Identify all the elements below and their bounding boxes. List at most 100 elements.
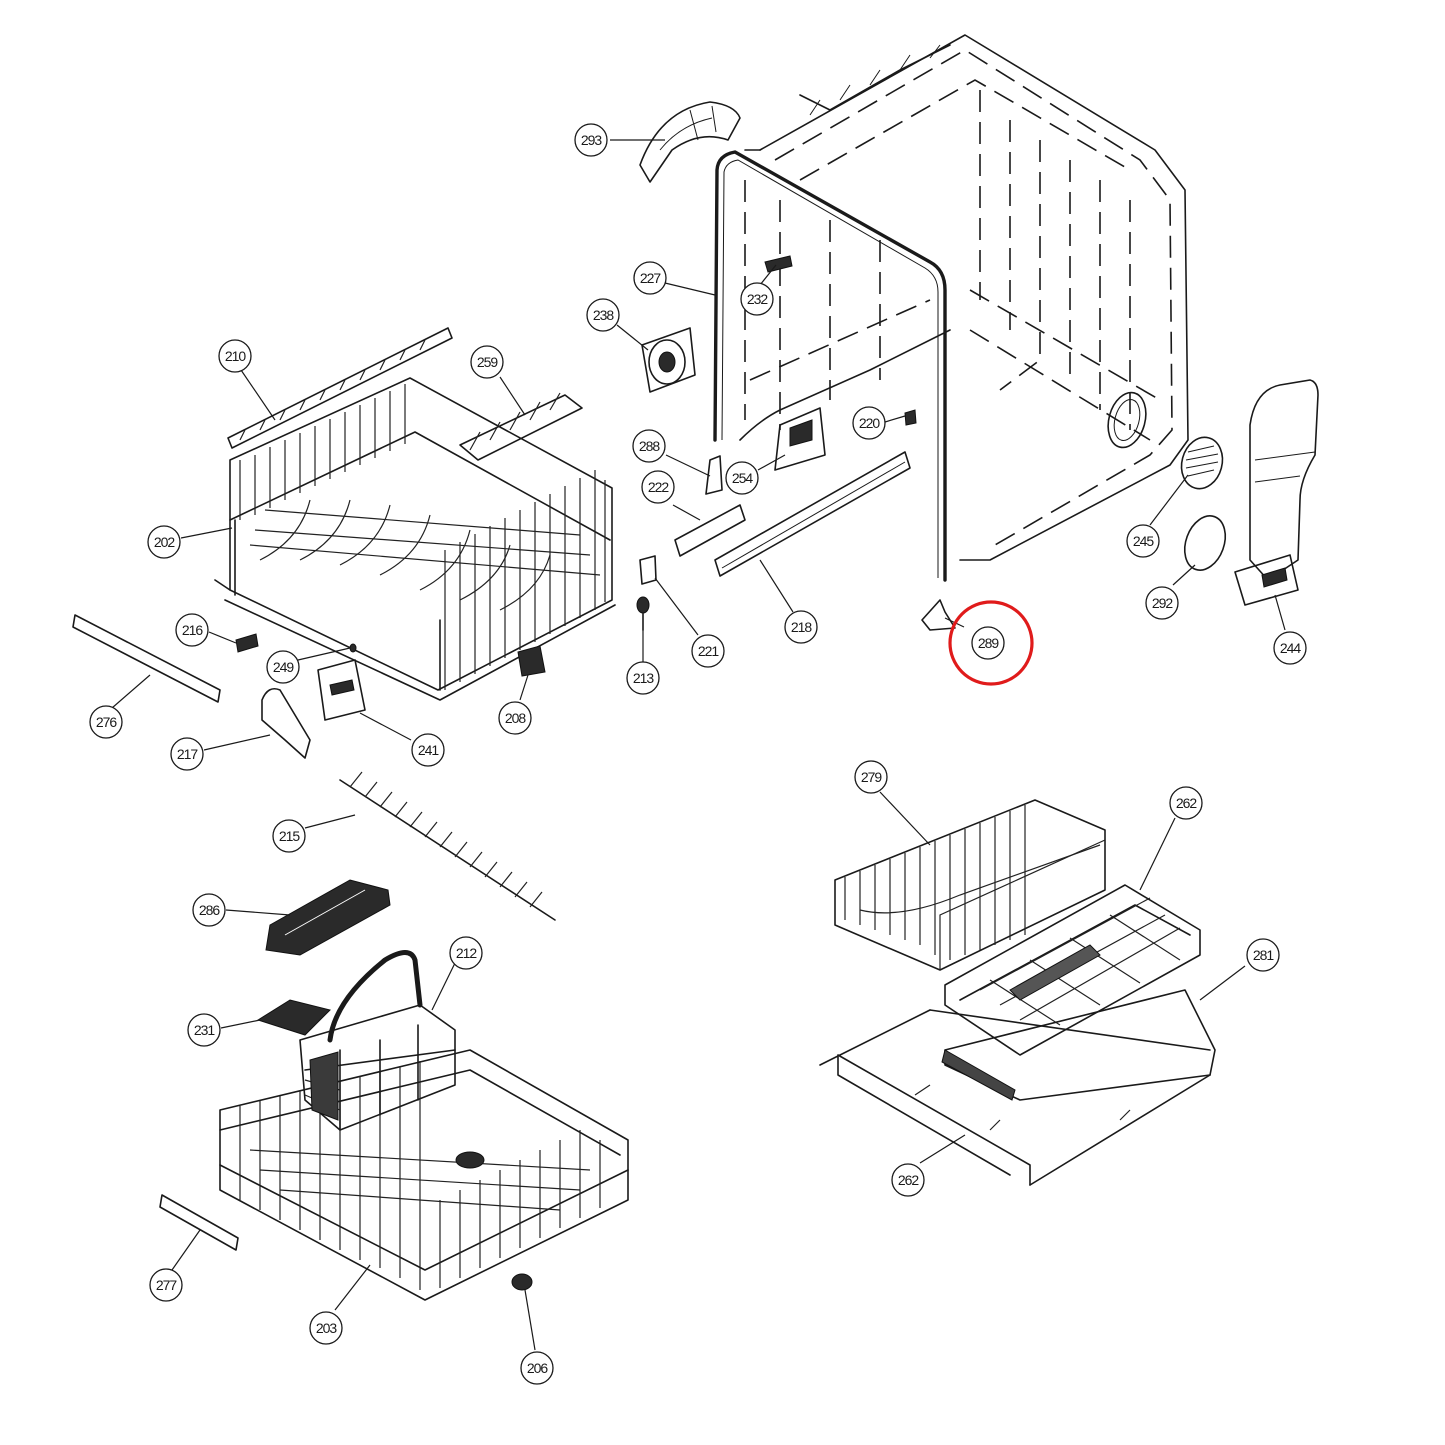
- callout-220: 220: [852, 406, 886, 440]
- callout-231: 231: [187, 1013, 221, 1047]
- cutlery-tray-262-shape: [944, 884, 1201, 1056]
- svg-text:227: 227: [640, 270, 662, 286]
- callout-289: 289: [971, 626, 1005, 660]
- svg-text:231: 231: [194, 1022, 216, 1038]
- callout-276: 276: [89, 705, 123, 739]
- svg-text:203: 203: [316, 1320, 338, 1336]
- svg-text:279: 279: [861, 769, 883, 785]
- svg-text:245: 245: [1133, 533, 1155, 549]
- svg-text:238: 238: [593, 307, 615, 323]
- svg-text:293: 293: [581, 132, 603, 148]
- svg-text:212: 212: [456, 945, 478, 961]
- part-231-shape: [256, 999, 331, 1036]
- callout-262-upper: 262: [1169, 786, 1203, 820]
- callout-210: 210: [218, 339, 252, 373]
- part-245-shape: [1180, 436, 1224, 490]
- svg-text:216: 216: [182, 622, 204, 638]
- callout-279: 279: [854, 760, 888, 794]
- callout-208: 208: [498, 701, 532, 735]
- callout-288: 288: [632, 429, 666, 463]
- rack-279-shape: [834, 799, 1106, 971]
- callout-217: 217: [170, 737, 204, 771]
- svg-text:210: 210: [225, 348, 247, 364]
- svg-text:288: 288: [639, 438, 661, 454]
- svg-text:208: 208: [505, 710, 527, 726]
- svg-text:202: 202: [154, 534, 176, 550]
- callout-254: 254: [725, 461, 759, 495]
- part-222-shape: [674, 504, 746, 557]
- cutlery-basket-212: [299, 950, 456, 1131]
- callout-213: 213: [626, 661, 660, 695]
- callout-293: 293: [574, 123, 608, 157]
- callout-206: 206: [520, 1351, 554, 1385]
- callout-218: 218: [784, 610, 818, 644]
- part-249-shape: [349, 643, 357, 653]
- callout-241: 241: [411, 733, 445, 767]
- part-238-shape: [641, 327, 696, 393]
- svg-text:217: 217: [177, 746, 199, 762]
- part-292-shape: [1183, 515, 1227, 571]
- callout-292: 292: [1145, 586, 1179, 620]
- callout-286: 286: [192, 893, 226, 927]
- part-216-shape: [235, 633, 259, 653]
- svg-text:289: 289: [978, 635, 1000, 651]
- callout-203: 203: [309, 1311, 343, 1345]
- svg-text:281: 281: [1253, 947, 1275, 963]
- part-289-shape: [921, 599, 956, 631]
- part-241-shape: [317, 659, 366, 721]
- callout-249: 249: [266, 650, 300, 684]
- svg-text:286: 286: [199, 902, 221, 918]
- upper-basket-202: [214, 377, 616, 701]
- highlight-ring: [948, 600, 1034, 686]
- lower-basket-203: [219, 1049, 629, 1301]
- part-259-shape: [459, 392, 583, 461]
- tub-assembly: [705, 34, 1189, 582]
- leader-lines: [111, 139, 1286, 1351]
- svg-text:215: 215: [279, 828, 301, 844]
- callout-215: 215: [272, 819, 306, 853]
- svg-text:220: 220: [859, 415, 881, 431]
- part-244-shape: [1234, 379, 1319, 606]
- part-286-shape: [265, 879, 391, 956]
- callout-281: 281: [1246, 938, 1280, 972]
- svg-text:206: 206: [527, 1360, 549, 1376]
- part-208-shape: [517, 645, 546, 677]
- part-215-shape: [339, 771, 556, 921]
- svg-text:241: 241: [418, 742, 440, 758]
- callout-221: 221: [691, 634, 725, 668]
- part-293-shape: [639, 101, 741, 183]
- svg-text:249: 249: [273, 659, 295, 675]
- svg-text:213: 213: [633, 670, 655, 686]
- part-213-shape: [636, 596, 650, 631]
- svg-text:244: 244: [1280, 640, 1302, 656]
- svg-text:277: 277: [156, 1277, 178, 1293]
- svg-text:221: 221: [698, 643, 720, 659]
- svg-text:232: 232: [747, 291, 769, 307]
- callout-244: 244: [1273, 631, 1307, 665]
- part-217-shape: [261, 687, 311, 759]
- svg-text:254: 254: [732, 470, 754, 486]
- svg-text:292: 292: [1152, 595, 1174, 611]
- callout-212: 212: [449, 936, 483, 970]
- part-218-shape: [714, 451, 911, 577]
- part-277-shape: [159, 1194, 239, 1251]
- svg-text:262: 262: [1176, 795, 1198, 811]
- svg-text:262: 262: [898, 1172, 920, 1188]
- svg-text:276: 276: [96, 714, 118, 730]
- part-276-shape: [72, 614, 221, 703]
- callout-259: 259: [470, 345, 504, 379]
- callout-262-lower: 262: [891, 1163, 925, 1197]
- callout-232: 232: [740, 282, 774, 316]
- svg-text:222: 222: [648, 479, 670, 495]
- callout-238: 238: [586, 298, 620, 332]
- callout-216: 216: [175, 613, 209, 647]
- callout-202: 202: [147, 525, 181, 559]
- frame-262-lower-shape: [819, 1009, 1211, 1186]
- svg-text:259: 259: [477, 354, 499, 370]
- callout-245: 245: [1126, 524, 1160, 558]
- callout-222: 222: [641, 470, 675, 504]
- callout-227: 227: [633, 261, 667, 295]
- callout-277: 277: [149, 1268, 183, 1302]
- svg-text:218: 218: [791, 619, 813, 635]
